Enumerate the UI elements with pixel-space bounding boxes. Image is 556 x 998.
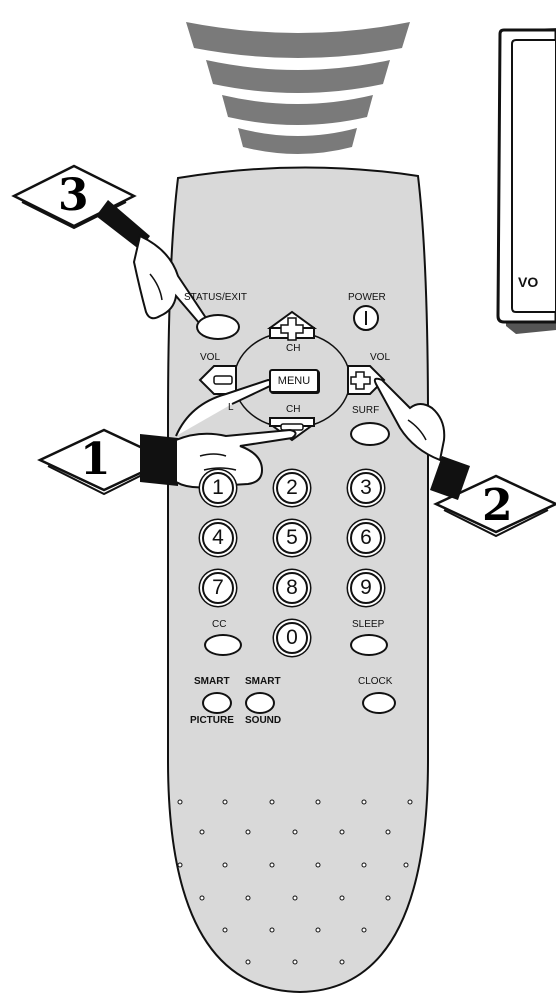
clock-button[interactable] bbox=[362, 692, 396, 714]
channel-up-button bbox=[266, 310, 318, 341]
number-key-7[interactable]: 7 bbox=[202, 572, 234, 604]
step-2-pointer-hand-icon bbox=[373, 377, 556, 538]
cc-label: CC bbox=[212, 619, 227, 630]
clock-label: CLOCK bbox=[358, 676, 393, 687]
surf-button[interactable] bbox=[350, 422, 390, 446]
speaker-grille bbox=[177, 799, 413, 965]
menu-button[interactable]: MENU bbox=[269, 369, 319, 393]
volume-right-label: VOL bbox=[370, 352, 391, 363]
step-3-pointer-hand-icon bbox=[11, 164, 209, 326]
power-label: POWER bbox=[348, 292, 386, 303]
cc-button[interactable] bbox=[204, 634, 242, 656]
step-3-number: 3 bbox=[58, 170, 89, 221]
sleep-button[interactable] bbox=[350, 634, 388, 656]
smart-picture-button[interactable] bbox=[202, 692, 232, 714]
signal-waves-icon bbox=[186, 22, 410, 154]
number-key-1[interactable]: 1 bbox=[202, 472, 234, 504]
tv-screen-text: VO bbox=[518, 274, 539, 290]
tv-set-icon bbox=[496, 28, 556, 334]
smart-sound-label-top: SMART bbox=[245, 676, 281, 687]
status-exit-label: STATUS/EXIT bbox=[184, 292, 247, 303]
power-button bbox=[353, 305, 379, 331]
number-key-3[interactable]: 3 bbox=[350, 472, 382, 504]
status-exit-button[interactable] bbox=[196, 314, 240, 340]
smart-sound-label-bottom: SOUND bbox=[245, 715, 282, 726]
smart-picture-label-bottom: PICTURE bbox=[190, 715, 234, 726]
number-key-0[interactable]: 0 bbox=[276, 622, 308, 654]
smart-picture-label-top: SMART bbox=[194, 676, 230, 687]
volume-down-button bbox=[198, 365, 237, 395]
number-key-4[interactable]: 4 bbox=[202, 522, 234, 554]
surf-label: SURF bbox=[352, 405, 380, 416]
number-key-2[interactable]: 2 bbox=[276, 472, 308, 504]
step-1-number: 1 bbox=[80, 434, 111, 485]
step-2-number: 2 bbox=[482, 480, 513, 531]
number-key-6[interactable]: 6 bbox=[350, 522, 382, 554]
number-key-5[interactable]: 5 bbox=[276, 522, 308, 554]
channel-down-label: CH bbox=[286, 404, 301, 415]
sleep-label: SLEEP bbox=[352, 619, 385, 630]
number-key-9[interactable]: 9 bbox=[350, 572, 382, 604]
smart-sound-button[interactable] bbox=[245, 692, 275, 714]
channel-up-label: CH bbox=[286, 343, 301, 354]
volume-hidden-label: L bbox=[228, 402, 234, 413]
number-key-8[interactable]: 8 bbox=[276, 572, 308, 604]
volume-left-label: VOL bbox=[200, 352, 221, 363]
